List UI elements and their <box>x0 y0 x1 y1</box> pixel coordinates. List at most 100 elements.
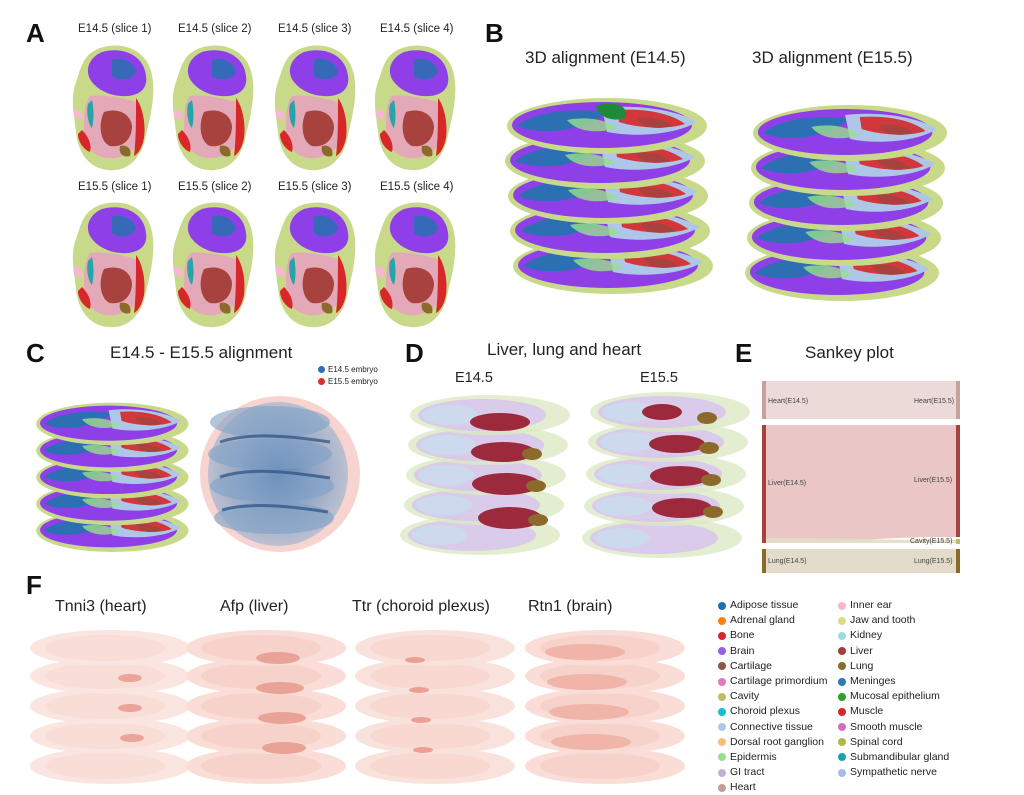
legend-dot <box>318 366 325 373</box>
legend-item-e14: E14.5 embryo <box>318 365 378 374</box>
slice-label: E15.5 (slice 3) <box>278 181 352 193</box>
sankey-node <box>956 425 960 537</box>
slice-label: E15.5 (slice 1) <box>78 181 152 193</box>
stack-3d-e14 <box>505 98 713 294</box>
legend-dot <box>838 647 846 656</box>
slice-label: E15.5 (slice 2) <box>178 181 252 193</box>
legend-item: Liver <box>838 644 949 659</box>
embryo-slice-e15-1 <box>72 202 154 328</box>
legend-label: Inner ear <box>850 599 893 611</box>
legend-item: GI tract <box>718 765 827 780</box>
legend-label: Lung <box>850 659 874 672</box>
legend-dot <box>718 601 726 610</box>
slice-label: E15.5 (slice 4) <box>380 181 454 193</box>
expression-afp <box>186 630 346 784</box>
legend-dot <box>718 647 726 656</box>
embryo-slice-e14-1 <box>72 45 154 171</box>
legend-label: Epidermis <box>730 750 777 763</box>
legend-label: Heart <box>730 781 756 794</box>
legend-item: Adrenal gland <box>718 613 827 628</box>
legend-label: GI tract <box>730 766 765 779</box>
stack-aligned-colored <box>36 402 189 552</box>
sankey-node <box>956 539 960 544</box>
gene-title: Afp (liver) <box>220 598 289 615</box>
legend-label: Muscle <box>850 705 884 718</box>
panel-e-title: Sankey plot <box>805 343 894 362</box>
sankey-label: Liver(E15.5) <box>914 477 953 484</box>
sankey-node <box>762 549 766 573</box>
legend-item: Cartilage <box>718 659 827 674</box>
legend-dot <box>718 631 726 640</box>
legend-dot <box>718 677 726 686</box>
legend-item: Cavity <box>718 689 827 704</box>
panel-letter-b: B <box>485 18 504 48</box>
legend-label: Kidney <box>850 629 883 642</box>
legend-dot <box>718 662 726 671</box>
legend-dot <box>838 616 846 625</box>
embryo-slice-e15-2 <box>172 202 254 328</box>
panel-letter-e: E <box>735 338 753 368</box>
legend-dot <box>838 692 846 701</box>
panel-d-subtitle-left: E14.5 <box>455 370 493 386</box>
legend-label: Choroid plexus <box>730 705 801 718</box>
sankey-label: Lung(E14.5) <box>768 558 807 565</box>
legend-label: Sympathetic nerve <box>850 766 937 779</box>
legend-dot <box>838 662 846 671</box>
legend-item: Heart <box>718 780 827 795</box>
legend-label: Adrenal gland <box>730 614 795 627</box>
sankey-label: Cavity(E15.5) <box>910 538 953 545</box>
sankey-node <box>956 381 960 419</box>
legend-item: Dorsal root ganglion <box>718 735 827 750</box>
legend-label: Mucosal epithelium <box>850 690 940 703</box>
legend-dot <box>838 601 846 610</box>
legend-item: Lung <box>838 659 949 674</box>
legend-dot <box>838 723 846 732</box>
legend-item: Kidney <box>838 628 949 643</box>
legend-label: Jaw and tooth <box>850 614 916 627</box>
sankey-flow-liver <box>766 425 956 543</box>
legend-dot <box>838 677 846 686</box>
legend-label: Cartilage primordium <box>730 674 828 687</box>
legend-dot <box>718 783 726 792</box>
legend-label: E15.5 embryo <box>328 377 378 386</box>
panel-b-title-right: 3D alignment (E15.5) <box>752 48 913 67</box>
sankey-flow-lung <box>766 549 956 573</box>
legend-item: Choroid plexus <box>718 704 827 719</box>
legend-item: Adipose tissue <box>718 598 827 613</box>
legend-item: Sympathetic nerve <box>838 765 949 780</box>
sankey-label: Heart(E15.5) <box>914 398 955 405</box>
embryo-slice-e14-2 <box>172 45 254 171</box>
sankey-node <box>956 549 960 573</box>
expression-tnni3 <box>30 630 190 784</box>
legend-label: Connective tissue <box>730 720 813 733</box>
slice-label: E14.5 (slice 4) <box>380 23 454 35</box>
stack-aligned-blue-red <box>200 396 360 552</box>
gene-title: Tnni3 (heart) <box>55 598 147 615</box>
legend-dot <box>718 723 726 732</box>
sankey-label: Heart(E14.5) <box>768 398 809 405</box>
sankey-node <box>762 381 766 419</box>
panel-letter-d: D <box>405 338 424 368</box>
legend-item: Smooth muscle <box>838 720 949 735</box>
gene-title: Ttr (choroid plexus) <box>352 598 490 615</box>
legend-item: Inner ear <box>838 598 949 613</box>
legend-item-e15: E15.5 embryo <box>318 377 378 386</box>
panel-letter-c: C <box>26 338 45 368</box>
sankey-label: Liver(E14.5) <box>768 480 807 487</box>
legend-dot <box>718 753 726 762</box>
legend-label: Meninges <box>850 674 896 687</box>
gene-title: Rtn1 (brain) <box>528 598 613 615</box>
legend-label: E14.5 embryo <box>328 365 378 374</box>
legend-label: Liver <box>850 644 873 657</box>
legend-item: Brain <box>718 644 827 659</box>
embryo-slice-e15-3 <box>274 202 356 328</box>
panel-c-title: E14.5 - E15.5 alignment <box>110 343 293 362</box>
stack-3d-e15 <box>745 105 947 301</box>
legend-dot <box>838 768 846 777</box>
sankey-flow-heart <box>766 381 956 419</box>
slice-label: E14.5 (slice 2) <box>178 23 252 35</box>
panel-d-subtitle-right: E15.5 <box>640 370 678 386</box>
legend-item: Submandibular gland <box>838 750 949 765</box>
legend-dot <box>318 378 325 385</box>
